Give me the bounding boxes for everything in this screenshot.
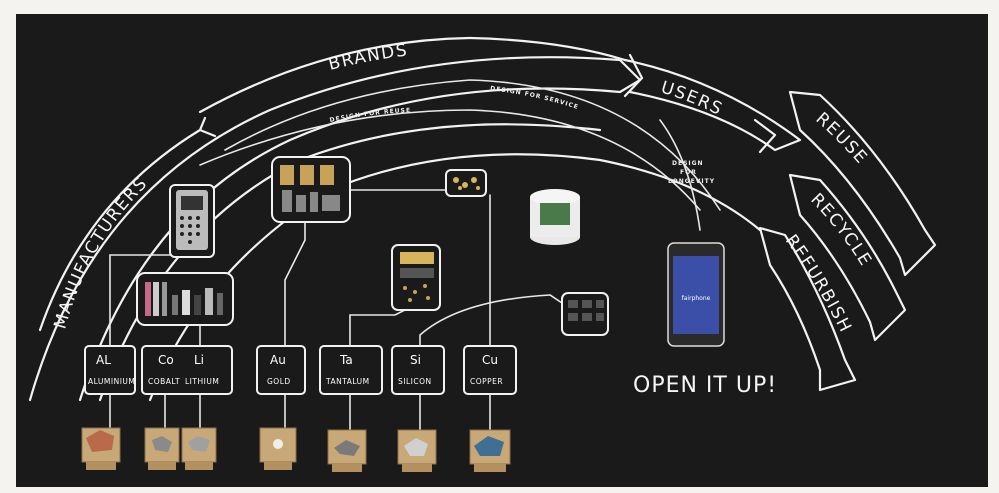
mineral-sample-silicon (397, 429, 437, 472)
mineral-sample-aluminium (81, 427, 121, 470)
circuit-board-jar (530, 189, 580, 245)
element-symbol: Si (410, 353, 421, 367)
open-it-up-slogan: OPEN IT UP! (633, 373, 777, 398)
mineral-sample-lithium (181, 427, 217, 470)
element-name: LITHIUM (185, 377, 219, 386)
element-symbol: Co (158, 353, 174, 367)
fairphone-device: fairphone (667, 242, 725, 347)
element-name: ALUMINIUM (88, 377, 135, 386)
mineral-sample-copper (469, 429, 511, 472)
element-gold: Au GOLD (256, 345, 306, 395)
element-name: SILICON (398, 377, 432, 386)
design-for-longevity-line1: DESIGN (672, 160, 704, 167)
element-name: TANTALUM (325, 377, 370, 386)
phone-frame-component (169, 184, 215, 258)
element-name: COBALT (148, 377, 180, 386)
element-symbol: Au (270, 353, 286, 367)
element-symbol: AL (96, 353, 111, 367)
element-name: COPPER (470, 377, 503, 386)
element-copper: Cu COPPER (463, 345, 517, 395)
element-tantalum: Ta TANTALUM (319, 345, 383, 395)
element-name: GOLD (267, 377, 291, 386)
element-aluminium: AL ALUMINIUM (84, 345, 136, 395)
battery-components (136, 272, 234, 326)
element-symbol: Ta (339, 353, 353, 367)
brands-label: BRANDS (326, 41, 409, 75)
element-symbol: Cu (482, 353, 498, 367)
recycle-label: RECYCLE (806, 190, 875, 271)
connector-components (271, 156, 351, 223)
phone-brand: fairphone (682, 295, 711, 302)
element-symbol: Li (194, 353, 204, 367)
gold-contacts-component (445, 169, 487, 197)
design-for-reuse-label: DESIGN FOR REUSE (329, 107, 411, 124)
mineral-sample-cobalt (144, 427, 180, 470)
element-silicon: Si SILICON (391, 345, 445, 395)
design-for-longevity-line2: FOR (680, 169, 697, 176)
microchip-components (561, 292, 609, 336)
mineral-sample-gold (259, 427, 297, 470)
users-label: USERS (659, 78, 727, 120)
mineral-sample-tantalum (327, 429, 367, 472)
chip-components (391, 244, 441, 311)
design-for-longevity-line3: LONGEVITY (668, 178, 715, 185)
element-cobalt-lithium: Co COBALT Li LITHIUM (141, 345, 233, 395)
